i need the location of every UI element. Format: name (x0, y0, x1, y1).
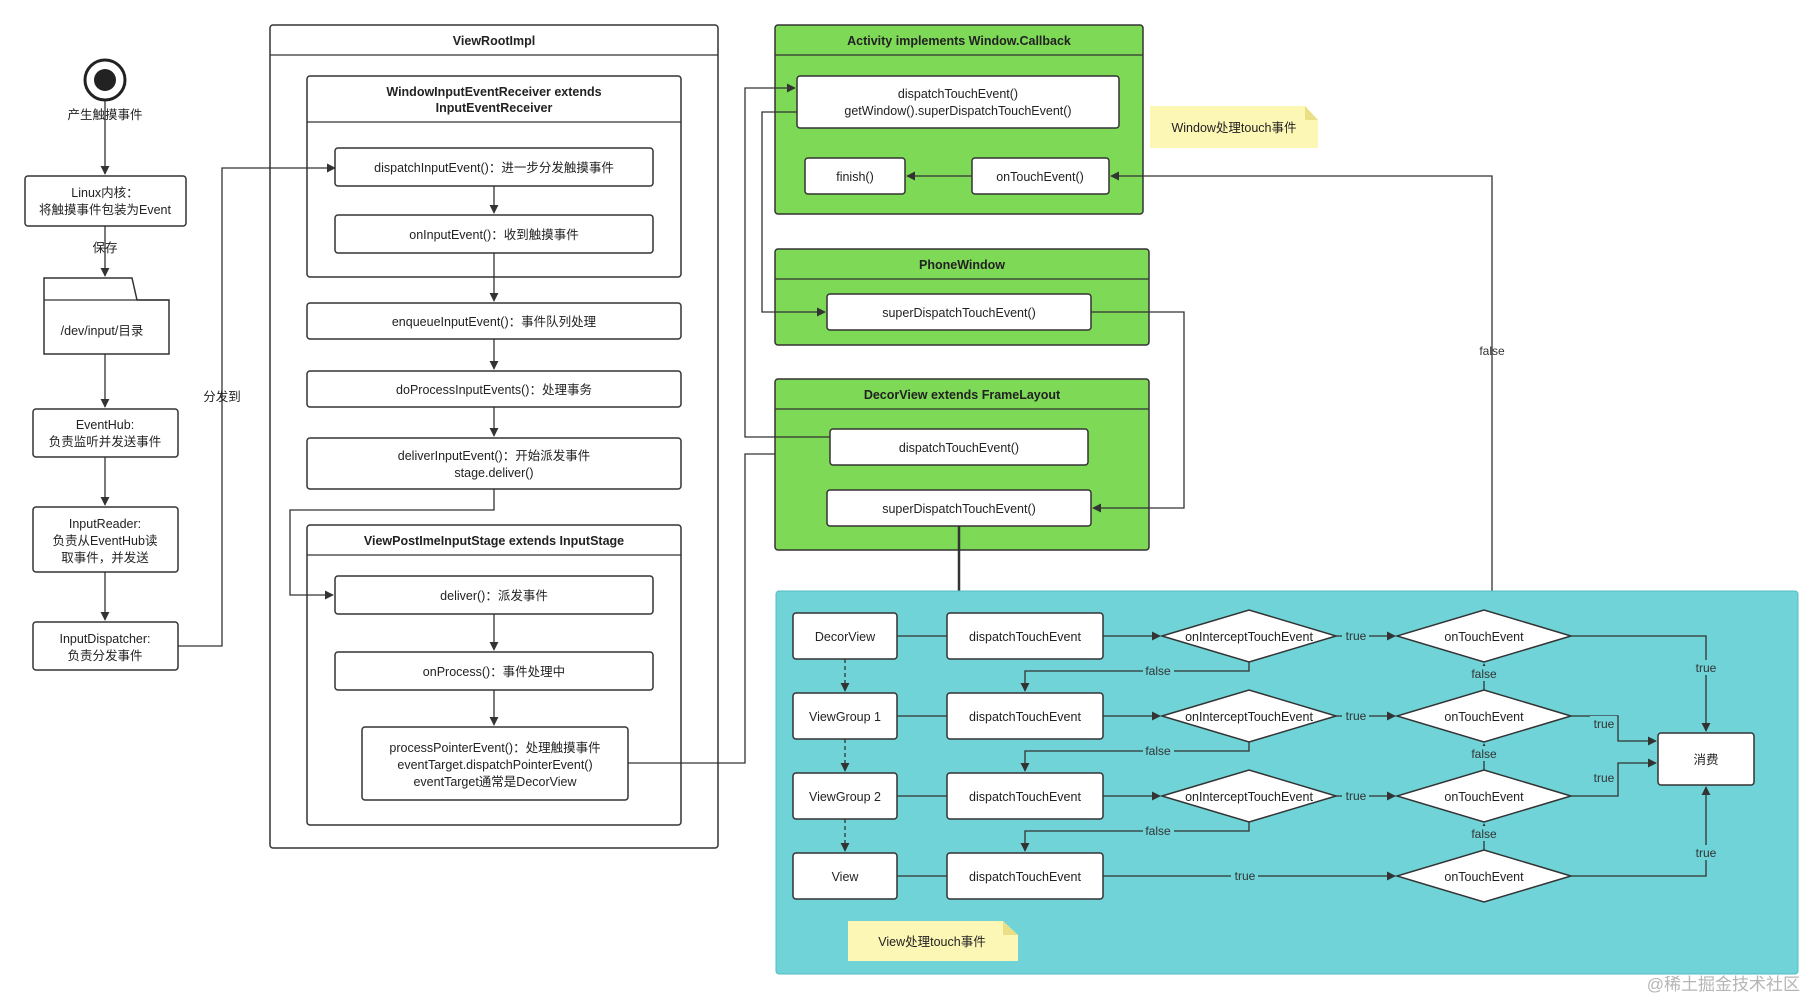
dev-input-label: /dev/input/目录 (61, 324, 144, 338)
reader-label-2: 负责从EventHub读 (53, 534, 158, 548)
deliver-input-event-label-2: stage.deliver() (454, 466, 533, 480)
eventhub-label-1: EventHub: (76, 418, 134, 432)
flow-dispatch-label: dispatchTouchEvent (969, 870, 1081, 884)
decorview-super-dispatch-label: superDispatchTouchEvent() (882, 502, 1036, 516)
flow-row-label: ViewGroup 2 (809, 790, 881, 804)
flow-true-label: true (1696, 846, 1717, 860)
flow-true-label: true (1594, 717, 1615, 731)
linux-label-1: Linux内核： (71, 186, 138, 200)
flow-on-touch-label: onTouchEvent (1444, 630, 1524, 644)
flow-true-label: true (1346, 789, 1367, 803)
flow-on-touch-label: onTouchEvent (1444, 790, 1524, 804)
viewrootimpl-container (269, 24, 719, 849)
flow-false-label: false (1471, 747, 1497, 761)
flow-intercept-false-arrow (1020, 662, 1250, 692)
view-note-label: View处理touch事件 (878, 935, 985, 949)
process-pointer-label-2: eventTarget.dispatchPointerEvent() (397, 758, 592, 772)
flow-true-label: true (1346, 709, 1367, 723)
flow-row-label: View (832, 870, 860, 884)
process-pointer-label-3: eventTarget通常是DecorView (413, 775, 577, 789)
reader-label-3: 取事件，并发送 (61, 550, 149, 565)
eventhub-box (32, 408, 179, 458)
decorview-dispatch-box (829, 428, 1089, 466)
flow-dispatch-label: dispatchTouchEvent (969, 710, 1081, 724)
activity-title: Activity implements Window.Callback (847, 34, 1071, 48)
consume-label: 消费 (1693, 753, 1718, 767)
window-note-label: Window处理touch事件 (1171, 121, 1296, 135)
flow-true-label: true (1594, 771, 1615, 785)
phonewindow-title: PhoneWindow (919, 258, 1005, 272)
process-pointer-label-1: processPointerEvent()：处理触摸事件 (389, 741, 600, 755)
deliver-input-event-box (306, 437, 682, 490)
flow-intercept-false-arrow (1020, 822, 1250, 852)
do-process-input-events-label: doProcessInputEvents()：处理事务 (396, 382, 592, 397)
dispatcher-label-1: InputDispatcher: (59, 632, 150, 646)
activity-false-label: false (1479, 344, 1505, 358)
on-input-event-label: onInputEvent()：收到触摸事件 (409, 228, 579, 242)
flow-intercept-label: onInterceptTouchEvent (1185, 710, 1313, 724)
stage-title: ViewPostImeInputStage extends InputStage (364, 534, 624, 548)
decorview-title: DecorView extends FrameLayout (864, 388, 1061, 402)
flow-on-touch-label: onTouchEvent (1444, 710, 1524, 724)
deliver-input-event-label-1: deliverInputEvent()：开始派发事件 (398, 448, 590, 463)
view-note (848, 921, 1018, 961)
flow-false-label: false (1145, 744, 1171, 758)
flow-dispatch-label: dispatchTouchEvent (969, 790, 1081, 804)
flow-consume-arrow-3 (1571, 758, 1657, 797)
eventhub-label-2: 负责监听并发送事件 (49, 434, 162, 449)
window-note (1150, 106, 1318, 148)
flow-false-label: false (1145, 824, 1171, 838)
flow-consume-arrow-4 (1571, 786, 1711, 877)
dispatch-to-label: 分发到 (203, 389, 241, 404)
finish-box (804, 157, 906, 195)
receiver-title-1: WindowInputEventReceiver extends (386, 85, 601, 99)
dispatcher-label-2: 负责分发事件 (67, 648, 142, 663)
folder-icon (43, 277, 170, 355)
finish-label: finish() (836, 170, 874, 184)
reader-label-1: InputReader: (69, 517, 141, 531)
viewrootimpl-title: ViewRootImpl (453, 34, 535, 48)
flow-intercept-label: onInterceptTouchEvent (1185, 790, 1313, 804)
decorview-dispatch-label: dispatchTouchEvent() (899, 441, 1019, 455)
deliver-label: deliver()：派发事件 (440, 588, 548, 603)
activity-on-touch-event-label: onTouchEvent() (996, 170, 1084, 184)
phonewindow-super-dispatch-label: superDispatchTouchEvent() (882, 306, 1036, 320)
flow-true-label: true (1696, 661, 1717, 675)
linux-kernel-box (24, 175, 187, 227)
flow-true-label: true (1346, 629, 1367, 643)
activity-dispatch-label-2: getWindow().superDispatchTouchEvent() (844, 104, 1071, 118)
activity-dispatch-label-1: dispatchTouchEvent() (898, 87, 1018, 101)
watermark-text: @稀土掘金技术社区 (1647, 975, 1800, 993)
receiver-title-2: InputEventReceiver (436, 101, 553, 115)
flow-false-label: false (1471, 667, 1497, 681)
flow-intercept-label: onInterceptTouchEvent (1185, 630, 1313, 644)
dispatch-input-event-label: dispatchInputEvent()：进一步分发触摸事件 (374, 160, 614, 175)
stage-container (306, 524, 682, 826)
activity-dispatch-touch-event-box (796, 75, 1120, 129)
flow-consume-arrow-1 (1571, 635, 1711, 732)
flow-intercept-false-arrow (1020, 742, 1250, 772)
enqueue-input-event-label: enqueueInputEvent()：事件队列处理 (392, 314, 597, 329)
linux-label-2: 将触摸事件包装为Event (39, 203, 171, 217)
flow-false-label: false (1471, 827, 1497, 841)
flow-on-touch-label: onTouchEvent (1444, 870, 1524, 884)
flow-row-label: DecorView (815, 630, 876, 644)
flow-true-label: true (1235, 869, 1256, 883)
on-process-label: onProcess()：事件处理中 (423, 664, 565, 679)
flow-false-label: false (1145, 664, 1171, 678)
consume-box (1657, 732, 1755, 786)
flow-row-label: ViewGroup 1 (809, 710, 881, 724)
flow-dispatch-label: dispatchTouchEvent (969, 630, 1081, 644)
